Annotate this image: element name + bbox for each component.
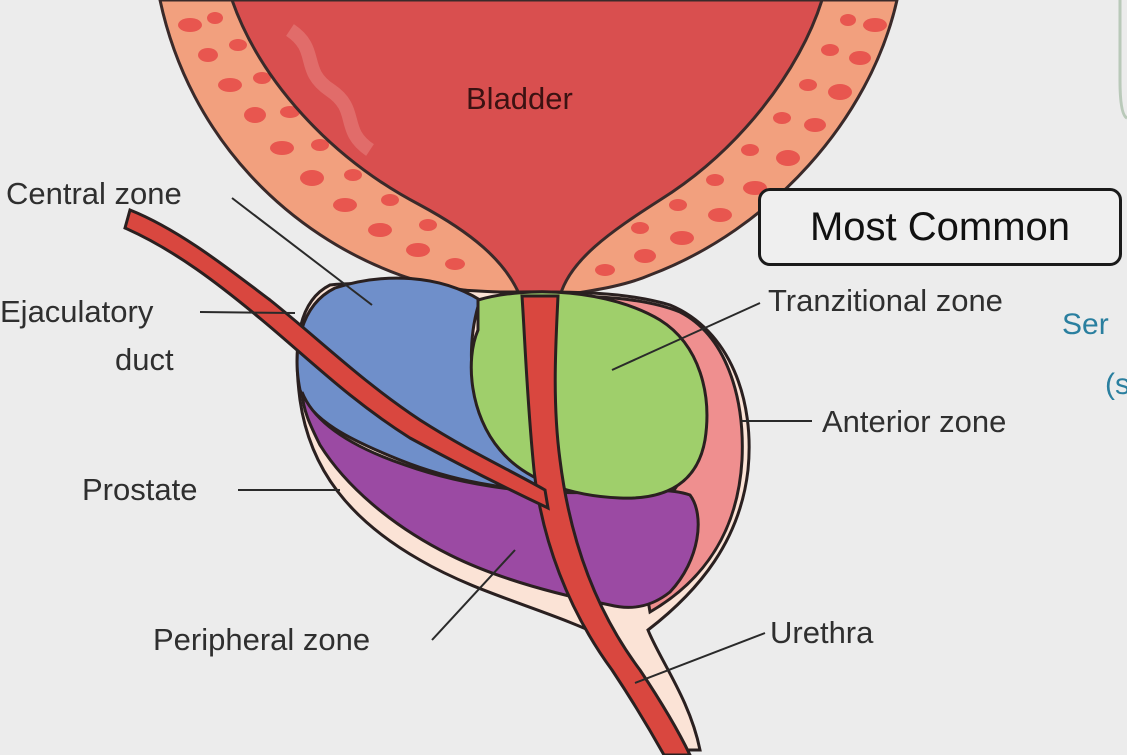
leader-ejaculatory-duct — [200, 312, 295, 313]
background-fragment — [1120, 0, 1127, 118]
ejaculatory-duct-label-line2: duct — [115, 344, 174, 375]
peripheral-zone-label: Peripheral zone — [153, 624, 370, 655]
clipped-text-line1: Ser — [1062, 308, 1109, 342]
urethra-label: Urethra — [770, 617, 873, 648]
anterior-zone-label: Anterior zone — [822, 406, 1006, 437]
central-zone-label: Central zone — [6, 178, 182, 209]
ejaculatory-duct-label-line1: Ejaculatory — [0, 296, 153, 327]
most-common-callout: Most Common — [758, 188, 1122, 266]
prostate-label: Prostate — [82, 474, 197, 505]
bladder-label: Bladder — [466, 83, 573, 114]
clipped-text-line2: (s — [1105, 368, 1127, 402]
transitional-zone-label: Tranzitional zone — [768, 285, 1003, 316]
